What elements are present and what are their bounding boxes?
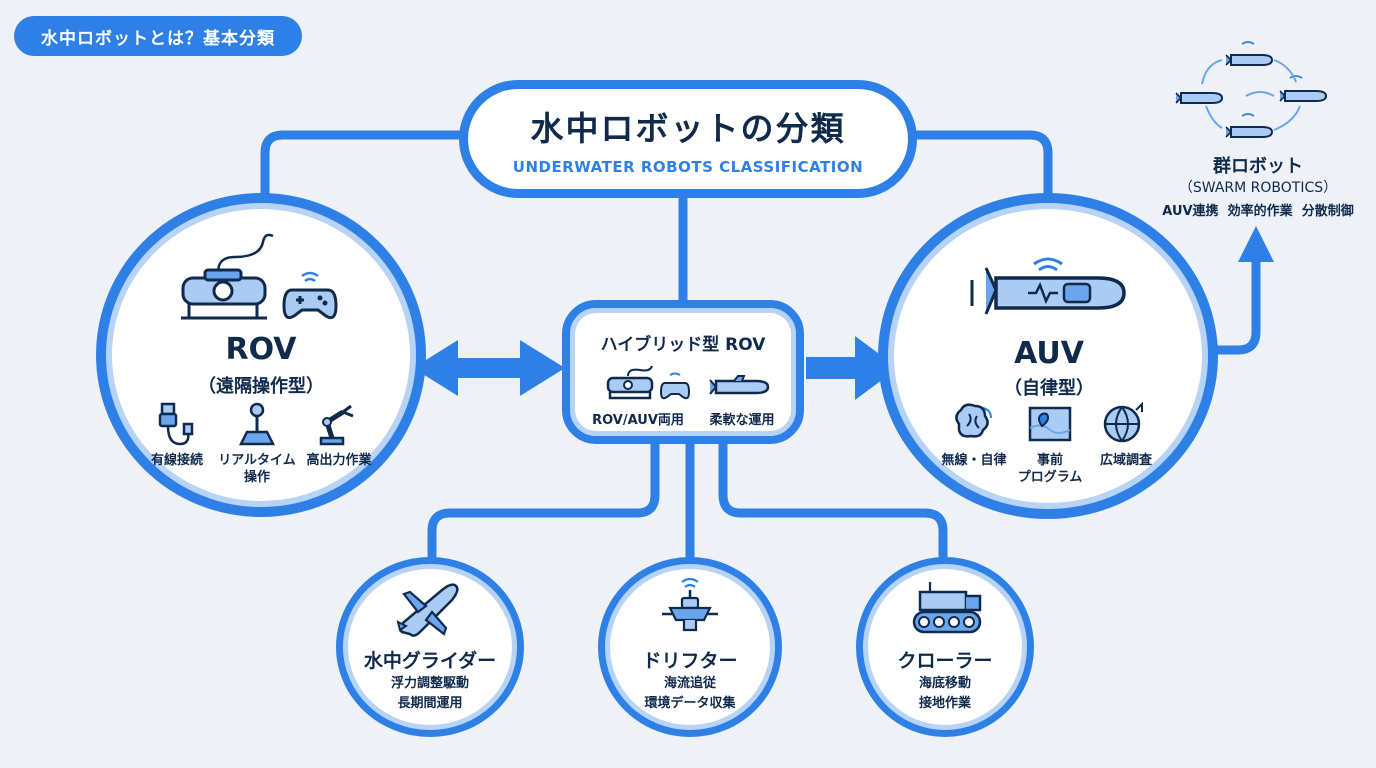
- auv-feature-1: 無線・自律: [941, 453, 1007, 468]
- torpedo-icon: [709, 375, 770, 395]
- swarm-torpedo-icon: [1175, 41, 1327, 138]
- swarm-feature-1: AUV連携: [1162, 204, 1219, 219]
- crawler-title: クローラー: [897, 650, 993, 672]
- globe-icon: [1103, 401, 1143, 443]
- game-controller-icon: [282, 271, 338, 320]
- rov-small-icon: [606, 365, 654, 400]
- usb-cable-icon: [158, 402, 194, 446]
- swarm-features: AUV連携 効率的作業 分散制御: [1142, 200, 1374, 219]
- rov-vehicle-icon: [181, 233, 274, 320]
- drifter-node: [598, 557, 782, 737]
- hybrid-rov-node: [562, 300, 804, 444]
- hybrid-title: ハイブリッド型 ROV: [600, 335, 766, 355]
- rov-sublabel: （遠隔操作型）: [198, 376, 324, 397]
- joystick-icon: [238, 402, 276, 446]
- rov-feature-1: 有線接続: [150, 453, 203, 468]
- drifter-line-2: 環境データ収集: [644, 696, 736, 711]
- glider-title: 水中グライダー: [363, 650, 497, 672]
- auv-feature-3: 広域調査: [1099, 453, 1152, 468]
- glider-line-1: 浮力調整駆動: [390, 676, 469, 691]
- auv-sublabel: （自律型）: [1004, 378, 1094, 399]
- controller-small-icon: [659, 372, 691, 400]
- glider-node: [336, 557, 524, 737]
- crawler-vehicle-icon: [912, 582, 982, 634]
- swarm-feature-2: 効率的作業: [1227, 204, 1293, 219]
- auv-feature-2: 事前 プログラム: [1017, 453, 1083, 485]
- glider-line-2: 長期間運用: [397, 696, 463, 711]
- auv-node: [878, 193, 1218, 519]
- robot-arm-icon: [319, 404, 354, 446]
- auv-label: AUV: [1014, 336, 1084, 371]
- swarm-title: 群ロボット: [1213, 156, 1303, 177]
- diagram-subtitle: UNDERWATER ROBOTS CLASSIFICATION: [512, 158, 864, 176]
- swarm-subtitle: （SWARM ROBOTICS）: [1178, 180, 1338, 196]
- rov-feature-2: リアルタイム 操作: [218, 453, 296, 485]
- diagram-title: 水中ロボットの分類: [530, 109, 846, 148]
- drifter-title: ドリフター: [642, 650, 738, 672]
- swarm-feature-3: 分散制御: [1301, 204, 1354, 219]
- crawler-line-1: 海底移動: [918, 676, 971, 691]
- rov-feature-3: 高出力作業: [306, 453, 372, 468]
- hybrid-feature-2: 柔軟な運用: [709, 413, 775, 428]
- drifter-buoy-icon: [662, 577, 718, 632]
- header-tag: 水中ロボットとは？基本分類: [14, 16, 302, 56]
- map-pin-icon: [1028, 406, 1072, 442]
- brain-icon: [955, 403, 992, 438]
- crawler-node: [856, 557, 1034, 737]
- rov-label: ROV: [225, 332, 297, 367]
- drifter-line-1: 海流追従: [663, 676, 716, 691]
- crawler-line-2: 接地作業: [918, 696, 971, 711]
- title-box: 水中ロボットの分類 UNDERWATER ROBOTS CLASSIFICATI…: [459, 80, 917, 198]
- hybrid-feature-1: ROV/AUV両用: [592, 413, 684, 428]
- auv-submarine-icon: [970, 257, 1126, 315]
- glider-plane-icon: [396, 583, 459, 637]
